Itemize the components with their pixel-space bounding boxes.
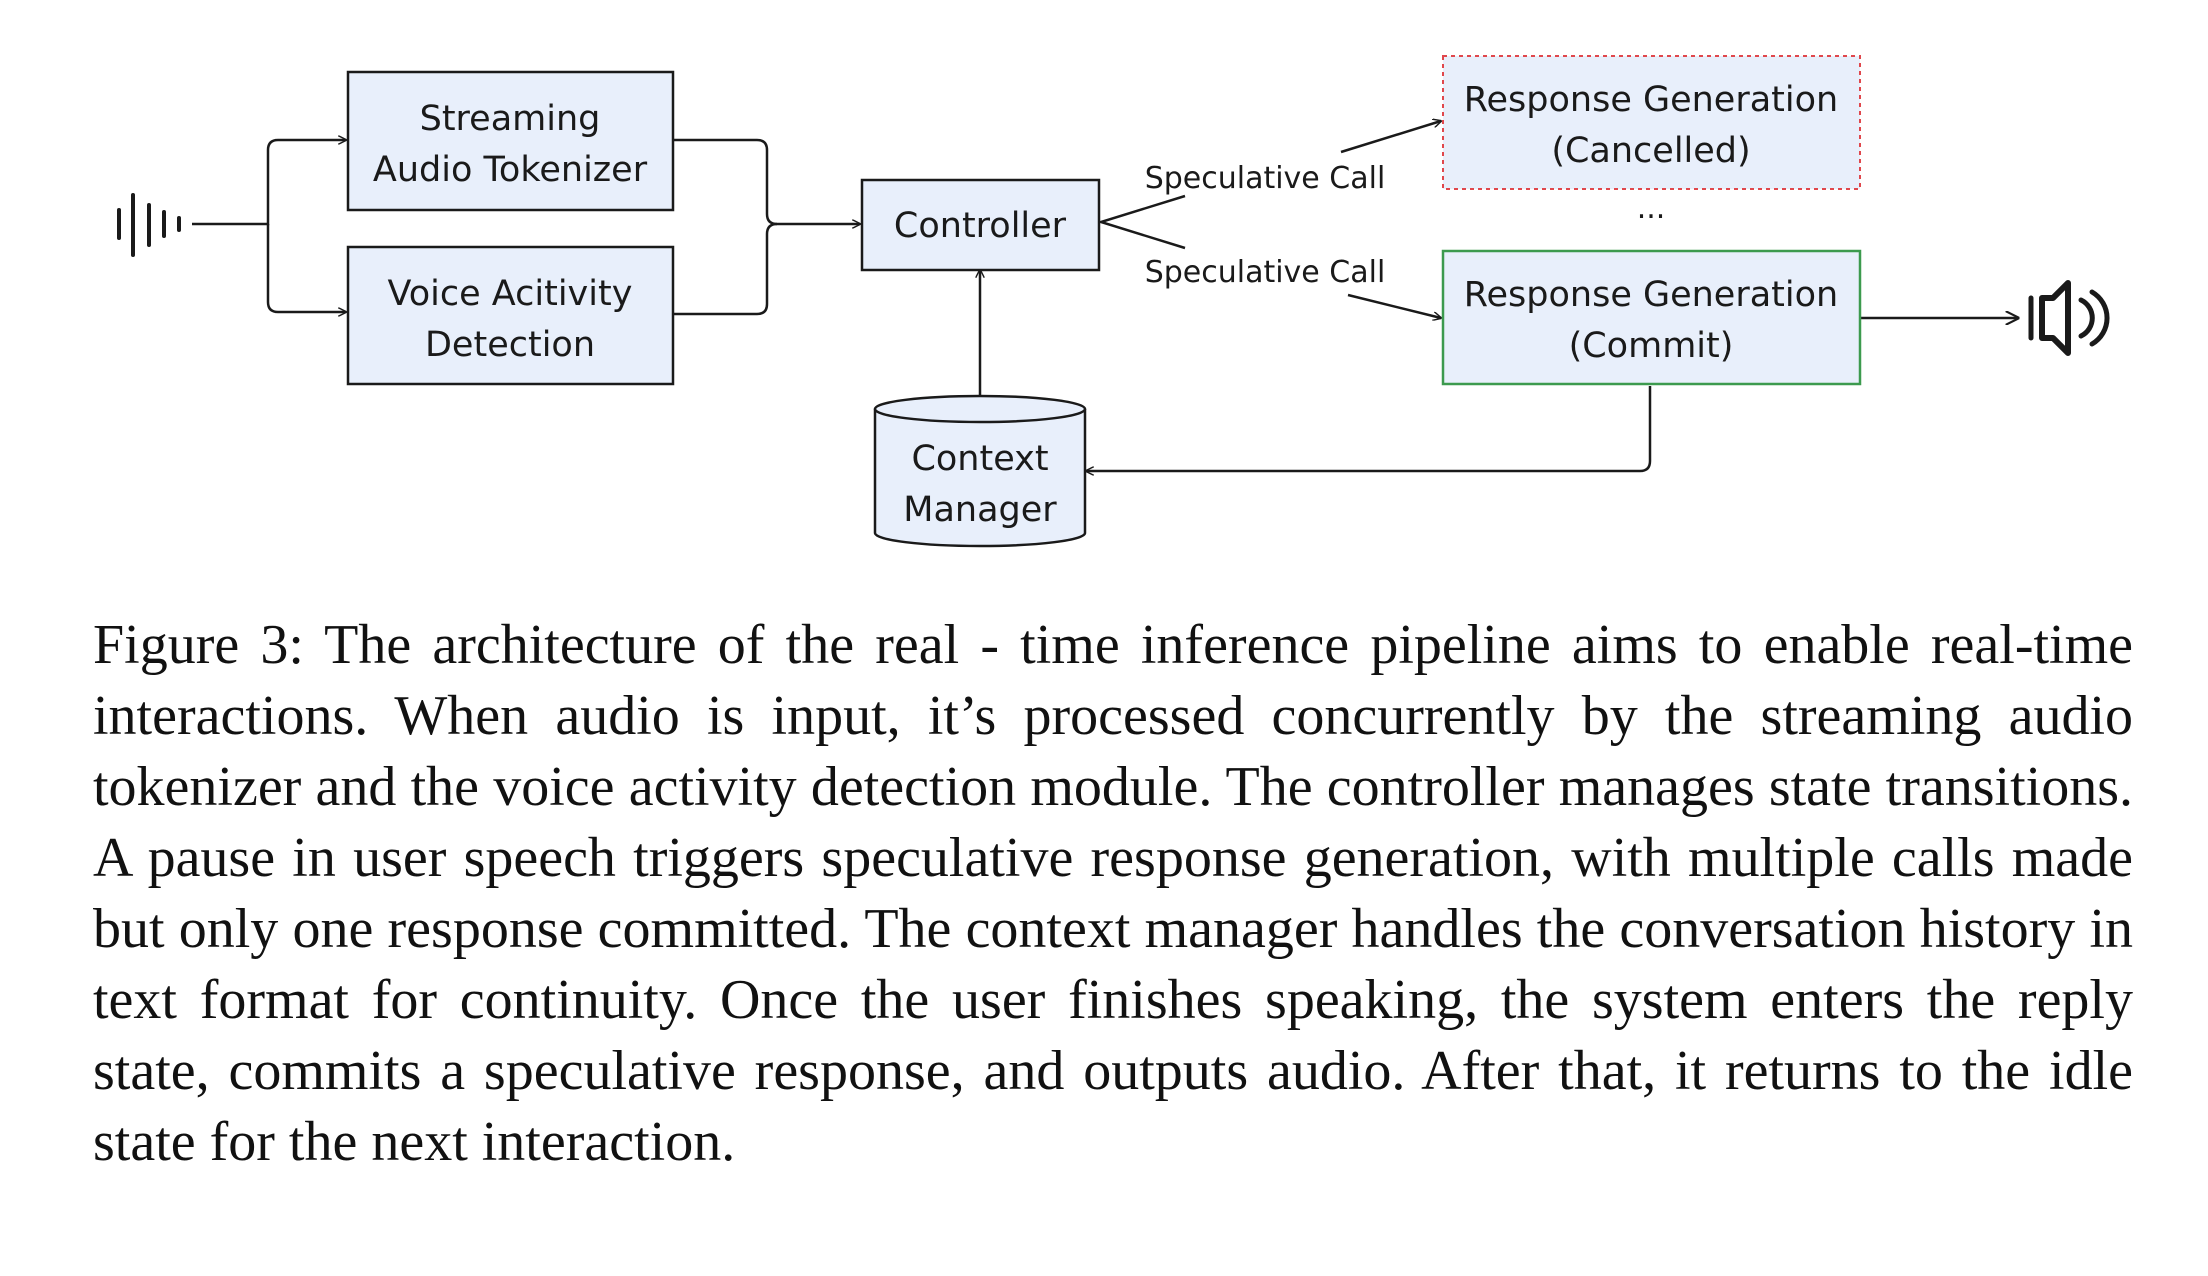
speculative-call-label-lower: Speculative Call <box>1145 255 1386 290</box>
context-manager-node: Context Manager <box>873 394 1087 548</box>
response-commit-label-line1: Response Generation <box>1464 275 1838 315</box>
more-responses-ellipsis: ... <box>1637 191 1666 226</box>
controller-label: Controller <box>894 206 1067 246</box>
tokenizer-label-line2: Audio Tokenizer <box>373 150 648 190</box>
vad-label-line2: Detection <box>425 325 595 365</box>
edge-call-to-commit <box>1347 293 1441 318</box>
response-commit-label-line2: (Commit) <box>1569 326 1734 366</box>
edge-commit-to-context <box>1086 386 1652 471</box>
tokenizer-node: Streaming Audio Tokenizer <box>346 70 675 212</box>
edge-controller-fork <box>1096 194 1186 250</box>
response-cancelled-label-line1: Response Generation <box>1464 80 1838 120</box>
response-cancelled-node: Response Generation (Cancelled) <box>1442 55 1861 190</box>
tokenizer-label-line1: Streaming <box>420 99 601 139</box>
edge-vad-merge <box>673 222 778 316</box>
edge-call-to-cancelled <box>1340 121 1441 154</box>
response-commit-node: Response Generation (Commit) <box>1441 249 1862 386</box>
speaker-icon <box>2028 280 2110 356</box>
vad-label-line1: Voice Acitivity <box>388 274 633 314</box>
controller-node: Controller <box>860 178 1101 272</box>
audio-waveform-icon <box>117 193 181 257</box>
speculative-call-label-upper: Speculative Call <box>1145 161 1386 196</box>
vad-node: Voice Acitivity Detection <box>346 245 675 386</box>
edge-input-to-vad <box>266 224 346 312</box>
pipeline-diagram: Streaming Audio Tokenizer Voice Acitivit… <box>117 55 2110 548</box>
context-manager-label-line2: Manager <box>903 490 1057 530</box>
edge-tokenizer-merge <box>673 138 778 226</box>
edge-input-to-tokenizer <box>258 140 346 226</box>
context-manager-label-line1: Context <box>911 439 1048 479</box>
response-cancelled-label-line2: (Cancelled) <box>1551 131 1750 171</box>
figure-caption: Figure 3: The architecture of the real -… <box>93 614 2133 1173</box>
